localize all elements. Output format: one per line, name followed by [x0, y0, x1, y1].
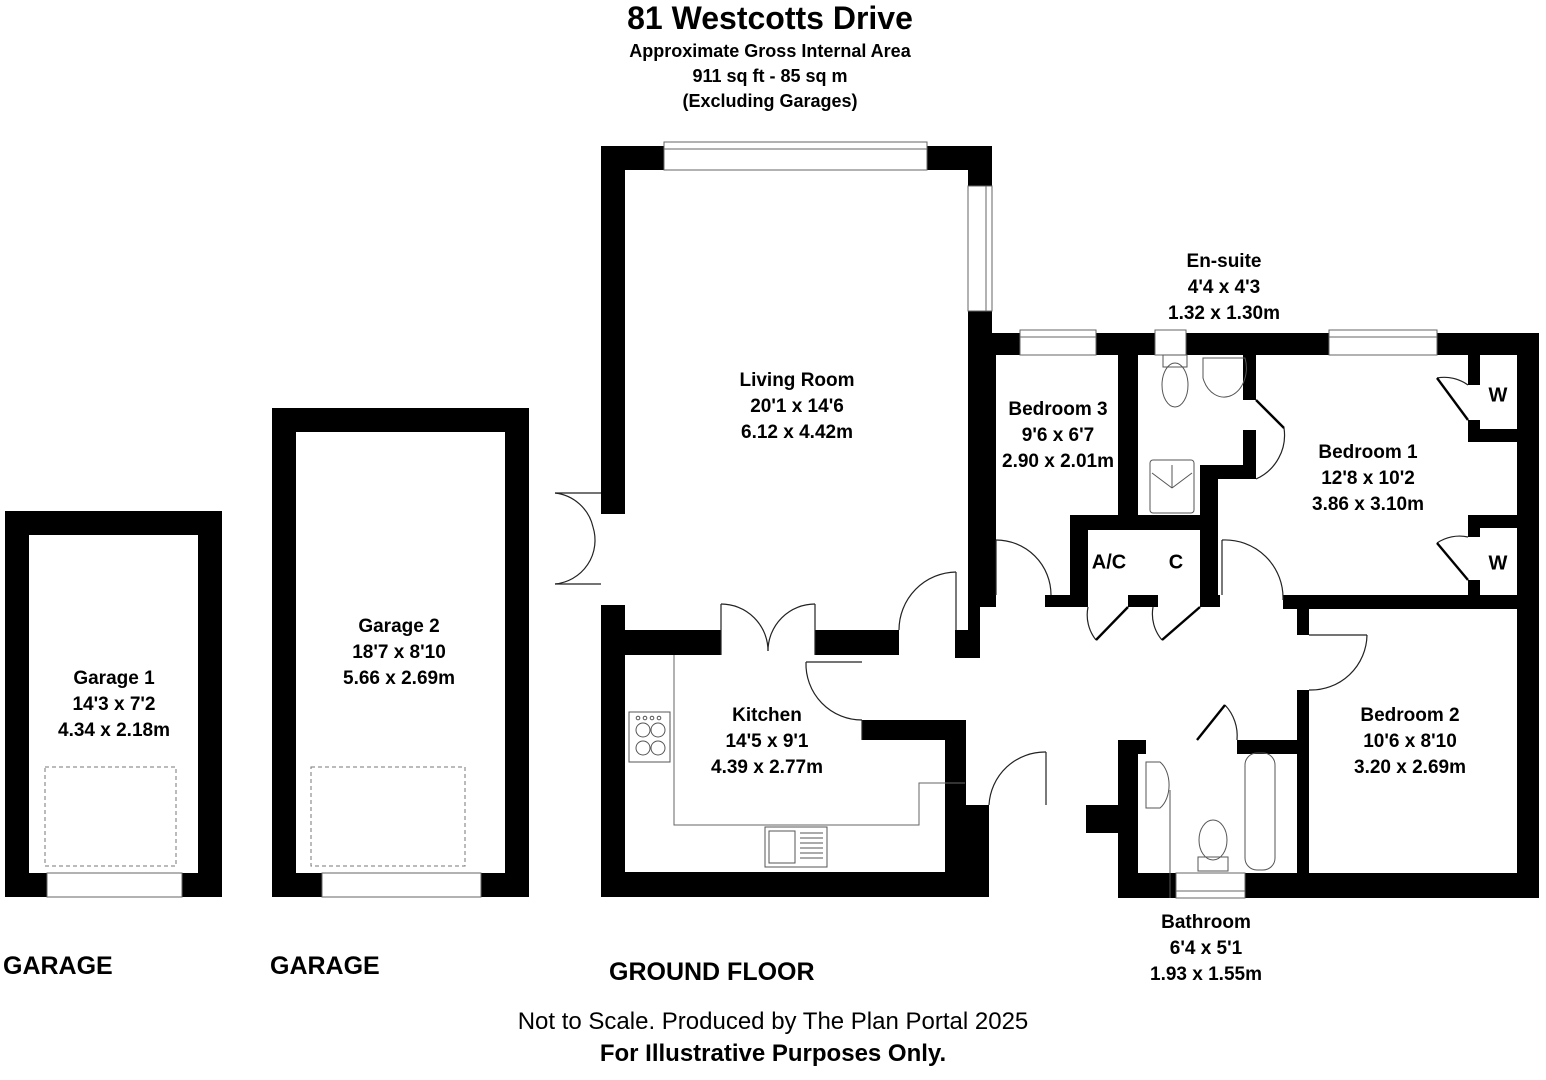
garage-door-outlines — [44, 766, 466, 867]
room-size-metric: 4.39 x 2.77m — [711, 757, 823, 778]
room-name: En-suite — [1186, 251, 1262, 272]
room-size-metric: 3.20 x 2.69m — [1354, 757, 1466, 778]
room-size-metric: 4.34 x 2.18m — [58, 720, 170, 741]
room-size-imperial: 10'6 x 8'10 — [1363, 731, 1457, 752]
room-name: Bathroom — [1161, 912, 1251, 933]
en-suite-fixtures — [1149, 354, 1247, 514]
kitchen-sink-icon — [764, 826, 828, 868]
airing-cupboard-label: A/C — [1091, 551, 1127, 574]
room-size-imperial: 20'1 x 14'6 — [750, 396, 844, 417]
room-size-imperial: 4'4 x 4'3 — [1187, 277, 1261, 298]
room-size-imperial: 14'3 x 7'2 — [72, 694, 156, 715]
room-bedroom-1: Bedroom 1 12'8 x 10'2 3.86 x 3.10m — [1312, 440, 1424, 518]
house-walls — [601, 146, 1539, 898]
bathroom-basin-icon — [1145, 761, 1170, 809]
section-label-garage-2: GARAGE — [270, 952, 380, 980]
section-label-ground-floor: GROUND FLOOR — [609, 958, 815, 986]
room-name: Bedroom 3 — [1008, 399, 1108, 420]
property-title: 81 Westcotts Drive — [627, 0, 913, 36]
wardrobe-label-2: W — [1488, 552, 1508, 575]
shower-tray-icon — [1149, 459, 1195, 514]
section-label-garage-1: GARAGE — [3, 952, 113, 980]
room-kitchen: Kitchen 14'5 x 9'1 4.39 x 2.77m — [711, 703, 823, 781]
room-name: Living Room — [739, 370, 855, 391]
room-name: Bedroom 1 — [1318, 442, 1418, 463]
area-heading: Approximate Gross Internal Area — [629, 41, 911, 61]
kitchen-worktop — [673, 655, 965, 826]
bathroom-toilet-icon — [1198, 819, 1228, 861]
hob-icon — [628, 711, 671, 763]
door-swings — [554, 376, 1469, 806]
room-size-imperial: 6'4 x 5'1 — [1169, 938, 1243, 959]
room-living-room: Living Room 20'1 x 14'6 6.12 x 4.42m — [739, 368, 854, 446]
room-size-imperial: 14'5 x 9'1 — [725, 731, 809, 752]
area-note: (Excluding Garages) — [682, 91, 858, 111]
room-size-metric: 6.12 x 4.42m — [741, 422, 853, 443]
room-bedroom-3: Bedroom 3 9'6 x 6'7 2.90 x 2.01m — [1002, 397, 1114, 475]
bathroom-fixtures — [1145, 752, 1276, 898]
room-size-metric: 5.66 x 2.69m — [343, 668, 455, 689]
room-name: Garage 2 — [358, 616, 440, 637]
door-leaves — [1095, 377, 1469, 741]
cupboard-label: C — [1168, 551, 1184, 574]
room-name: Bedroom 2 — [1360, 705, 1460, 726]
room-en-suite: En-suite 4'4 x 4'3 1.32 x 1.30m — [1168, 249, 1280, 327]
room-bathroom: Bathroom 6'4 x 5'1 1.93 x 1.55m — [1150, 910, 1262, 988]
area-value: 911 sq ft - 85 sq m — [692, 66, 848, 86]
footer-purpose: For Illustrative Purposes Only. — [599, 1040, 947, 1067]
room-size-metric: 1.93 x 1.55m — [1150, 964, 1262, 985]
room-size-metric: 1.32 x 1.30m — [1168, 303, 1280, 324]
garage-2-walls — [272, 408, 529, 897]
basin-icon — [1202, 357, 1247, 398]
room-name: Kitchen — [732, 705, 802, 726]
toilet-icon — [1161, 362, 1189, 408]
room-size-metric: 3.86 x 3.10m — [1312, 494, 1424, 515]
room-size-imperial: 18'7 x 8'10 — [352, 642, 446, 663]
bath-icon — [1244, 752, 1276, 871]
room-size-metric: 2.90 x 2.01m — [1002, 451, 1114, 472]
footer-disclaimer: Not to Scale. Produced by The Plan Porta… — [517, 1008, 1029, 1035]
room-bedroom-2: Bedroom 2 10'6 x 8'10 3.20 x 2.69m — [1354, 703, 1466, 781]
room-garage-1: Garage 1 14'3 x 7'2 4.34 x 2.18m — [58, 666, 170, 744]
wardrobe-label-1: W — [1488, 384, 1508, 407]
room-size-imperial: 9'6 x 6'7 — [1021, 425, 1095, 446]
room-size-imperial: 12'8 x 10'2 — [1321, 468, 1415, 489]
room-garage-2: Garage 2 18'7 x 8'10 5.66 x 2.69m — [343, 614, 455, 692]
walls — [5, 146, 1539, 898]
windows — [46, 141, 1438, 899]
garage-1-walls — [5, 511, 222, 897]
room-name: Garage 1 — [73, 668, 155, 689]
